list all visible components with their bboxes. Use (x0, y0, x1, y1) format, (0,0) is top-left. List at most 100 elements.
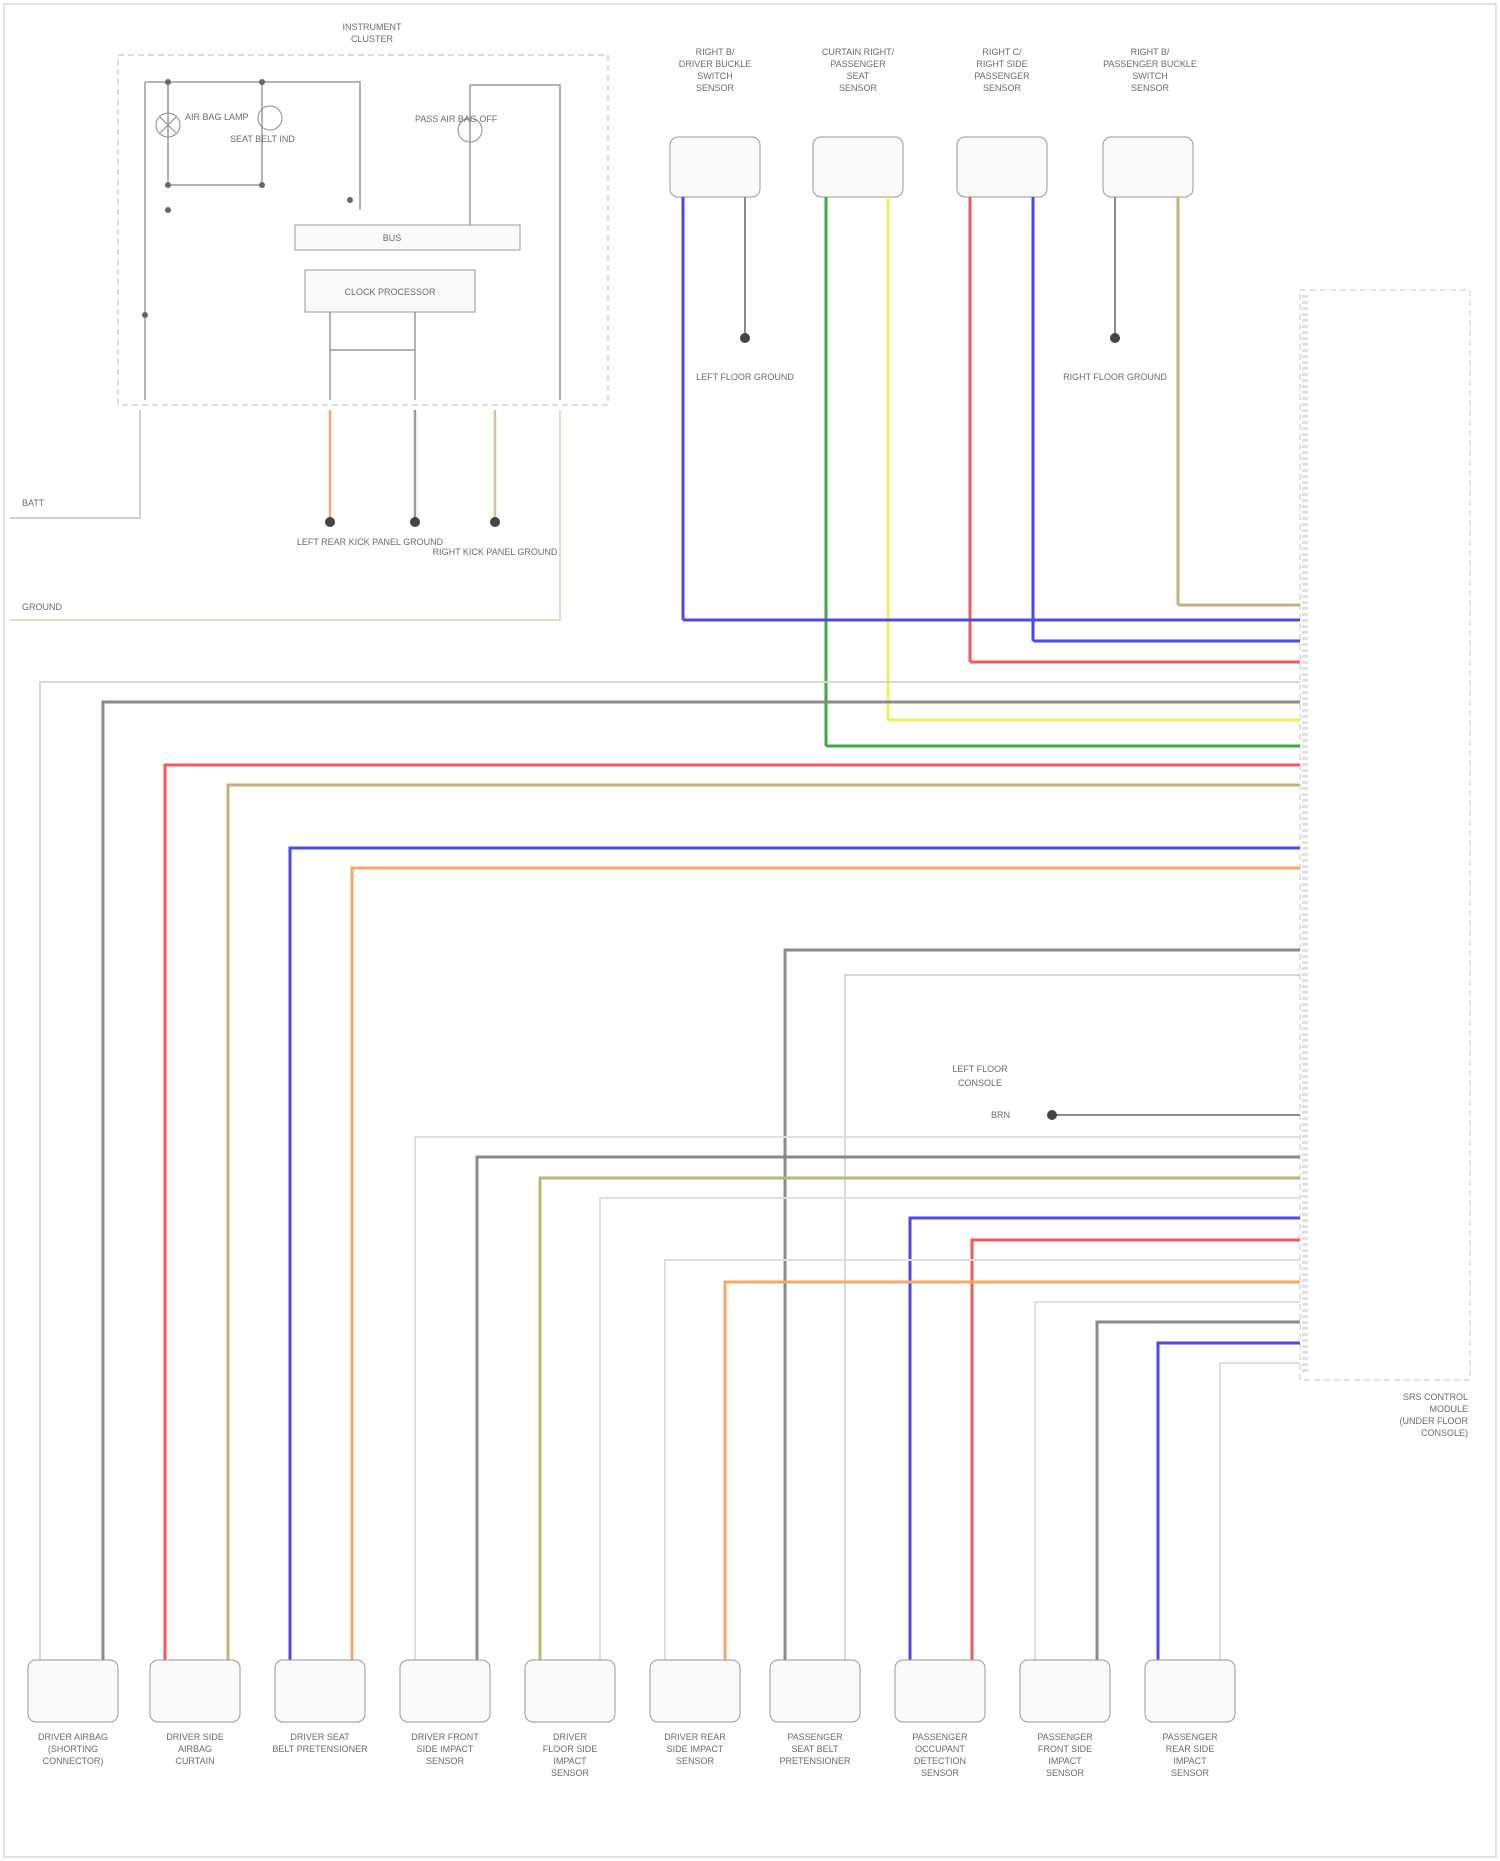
splice-dot (165, 207, 171, 213)
label-line: IMPACT (1048, 1756, 1082, 1766)
passenger-rear-sensor-connector (1145, 1660, 1235, 1722)
lamp1-label: AIR BAG LAMP (185, 112, 249, 122)
sensor2-label-1: CURTAIN RIGHT/ (822, 47, 895, 57)
sensor1-label-1: RIGHT B/ (696, 47, 735, 57)
wire-olive (540, 1178, 1300, 1660)
wire-red (165, 765, 1300, 1660)
label-line: BELT PRETENSIONER (272, 1744, 368, 1754)
ground-label: GROUND (22, 602, 62, 612)
ground-point (490, 517, 500, 527)
bottom-label-0: DRIVER AIRBAG (SHORTING CONNECTOR) (38, 1732, 108, 1766)
module-ground-1: LEFT FLOOR (952, 1064, 1008, 1074)
sensor2-label-2: PASSENGER (830, 59, 886, 69)
label-line: CONNECTOR) (43, 1756, 104, 1766)
wire-light (1220, 1363, 1300, 1660)
sensor2-label-4: SENSOR (839, 83, 878, 93)
label-line: SENSOR (921, 1768, 960, 1778)
srs-module: SRS CONTROL MODULE (UNDER FLOOR CONSOLE) (1300, 290, 1470, 1438)
wire-blue (1158, 1343, 1300, 1660)
passenger-occupant-sensor-connector (895, 1660, 985, 1722)
bottom-label-3: DRIVER FRONT SIDE IMPACT SENSOR (411, 1732, 479, 1766)
lamp3-label: PASS AIR BAG OFF (415, 114, 498, 124)
bottom-label-1: DRIVER SIDE AIRBAG CURTAIN (166, 1732, 224, 1766)
sensor1-label-2: DRIVER BUCKLE (679, 59, 752, 69)
module-ground: BRN LEFT FLOOR CONSOLE (952, 1064, 1300, 1120)
cluster-output-wiring (330, 312, 415, 400)
label-line: SEAT BELT (791, 1744, 839, 1754)
driver-airbag-connector (28, 1660, 118, 1722)
wire-gray (103, 702, 1300, 1660)
label-line: SIDE IMPACT (417, 1744, 474, 1754)
label-line: REAR SIDE (1166, 1744, 1215, 1754)
label-line: SENSOR (551, 1768, 590, 1778)
top-ground-1: LEFT FLOOR GROUND (696, 372, 794, 382)
splice-dot (142, 312, 148, 318)
sensor1-connector (670, 137, 760, 197)
bottom-label-9: PASSENGER REAR SIDE IMPACT SENSOR (1162, 1732, 1218, 1778)
sensor4-label-1: RIGHT B/ (1131, 47, 1170, 57)
driver-floor-sensor-connector (525, 1660, 615, 1722)
label-line: SIDE IMPACT (667, 1744, 724, 1754)
splice-dot (259, 182, 265, 188)
wire-gray (785, 950, 1300, 1660)
sensor2-label-3: SEAT (847, 71, 870, 81)
bottom-label-5: DRIVER REAR SIDE IMPACT SENSOR (664, 1732, 726, 1766)
label-line: PASSENGER (1037, 1732, 1093, 1742)
module-label-4: CONSOLE) (1421, 1428, 1468, 1438)
splice-dot (347, 197, 353, 203)
label-line: SENSOR (426, 1756, 465, 1766)
wire-blue (290, 848, 1300, 1660)
wire-light (600, 1198, 1300, 1660)
label-line: DRIVER SEAT (290, 1732, 350, 1742)
label-line: DRIVER FRONT (411, 1732, 479, 1742)
ground-wire (10, 410, 560, 620)
driver-front-sensor-connector (400, 1660, 490, 1722)
bottom-label-8: PASSENGER FRONT SIDE IMPACT SENSOR (1037, 1732, 1093, 1778)
label-line: IMPACT (1173, 1756, 1207, 1766)
wire-light (1035, 1302, 1300, 1660)
label-line: PASSENGER (787, 1732, 843, 1742)
wire-tan (228, 785, 1300, 1660)
sensor4-connector (1103, 137, 1193, 197)
ground-point (1047, 1110, 1057, 1120)
sensor3-connector (957, 137, 1047, 197)
splice-dot (259, 79, 265, 85)
sensor1-label-4: SENSOR (696, 83, 735, 93)
ground-point (325, 517, 335, 527)
sensor3-label-1: RIGHT C/ (982, 47, 1022, 57)
batt-label: BATT (22, 498, 45, 508)
bottom-label-6: PASSENGER SEAT BELT PRETENSIONER (779, 1732, 851, 1766)
sensor4-label-2: PASSENGER BUCKLE (1103, 59, 1197, 69)
bus-label: BUS (383, 233, 402, 243)
wire-orange (725, 1282, 1300, 1660)
sensor3-label-3: PASSENGER (974, 71, 1030, 81)
label-line: OCCUPANT (915, 1744, 965, 1754)
ground-point (410, 517, 420, 527)
splice-dot (165, 182, 171, 188)
label-line: PASSENGER (912, 1732, 968, 1742)
module-input-wires (683, 605, 1300, 746)
label-line: IMPACT (553, 1756, 587, 1766)
driver-rear-sensor-connector (650, 1660, 740, 1722)
label-line: FRONT SIDE (1038, 1744, 1092, 1754)
wire-gray (1097, 1322, 1300, 1660)
sensor4-label-4: SENSOR (1131, 83, 1170, 93)
ground-point (740, 333, 750, 343)
sensor1-label-3: SWITCH (697, 71, 733, 81)
module-label-1: SRS CONTROL (1403, 1392, 1468, 1402)
wire-light (415, 1137, 1300, 1660)
ground1-label: LEFT REAR KICK PANEL GROUND (297, 537, 444, 547)
label-line: DRIVER REAR (664, 1732, 726, 1742)
label-line: DETECTION (914, 1756, 966, 1766)
label-line: SENSOR (1171, 1768, 1210, 1778)
wire-light (845, 975, 1300, 1660)
module-ground-2: CONSOLE (958, 1078, 1002, 1088)
label-line: PRETENSIONER (779, 1756, 851, 1766)
wire-light (665, 1260, 1300, 1660)
sensor3-label-2: RIGHT SIDE (976, 59, 1027, 69)
bottom-label-7: PASSENGER OCCUPANT DETECTION SENSOR (912, 1732, 968, 1778)
label-line: SENSOR (676, 1756, 715, 1766)
cluster-title-1: INSTRUMENT (343, 22, 402, 32)
module-label-3: (UNDER FLOOR (1399, 1416, 1468, 1426)
